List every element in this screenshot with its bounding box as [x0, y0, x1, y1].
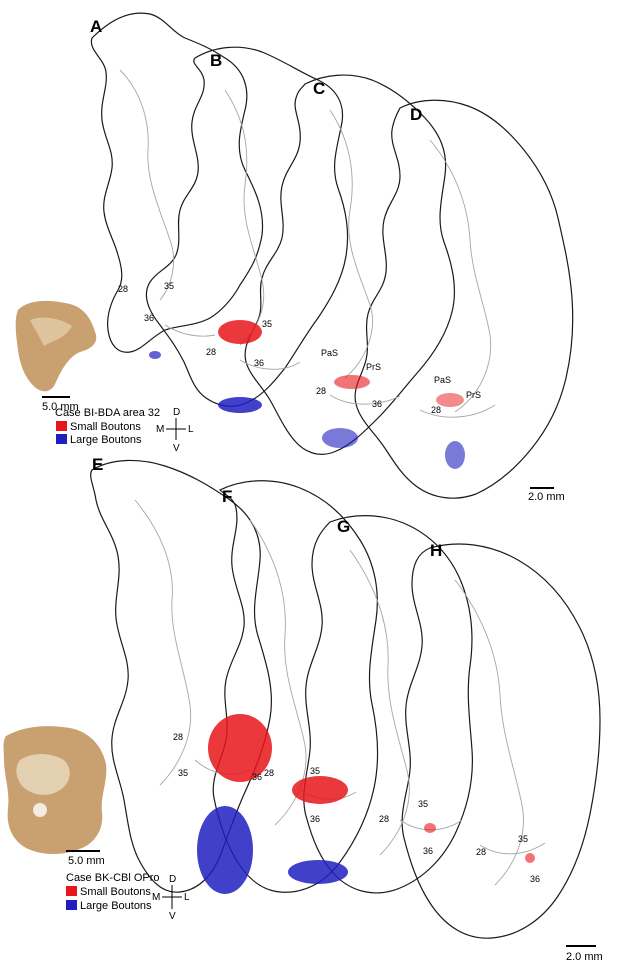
area-label: 28	[206, 347, 216, 357]
bottom-orient-m: M	[152, 892, 160, 903]
bottom-legend-large: Large Boutons	[80, 900, 152, 912]
top-legend-large-swatch	[56, 434, 67, 444]
panel-letter-g: G	[337, 517, 350, 536]
area-label: 36	[254, 358, 264, 368]
area-label: 35	[178, 768, 188, 778]
panel-letter-h: H	[430, 541, 442, 560]
top-legend-case: Case BI-BDA area 32	[55, 407, 160, 419]
bottom-photo	[4, 726, 107, 854]
section-g-outline	[304, 516, 473, 893]
panel-letter-d: D	[410, 105, 422, 124]
bottom-photo-scale-label: 5.0 mm	[68, 855, 105, 867]
area-label: PrS	[466, 390, 481, 400]
area-label: 28	[264, 768, 274, 778]
area-label: 36	[144, 313, 154, 323]
bottom-legend-small-swatch	[66, 886, 77, 896]
top-orient-v: V	[173, 443, 180, 454]
boutons-small-c	[334, 375, 370, 389]
area-label: PaS	[434, 375, 451, 385]
boutons-large-d	[445, 441, 465, 469]
bottom-orient-l: L	[184, 892, 190, 903]
area-label: 35	[418, 799, 428, 809]
top-inner-lines	[120, 70, 495, 417]
area-label: 28	[118, 284, 128, 294]
area-label: 28	[173, 732, 183, 742]
bottom-legend-large-swatch	[66, 900, 77, 910]
boutons-small-h	[424, 823, 436, 833]
section-d-outline	[355, 100, 573, 498]
area-label: 35	[310, 766, 320, 776]
area-label: 36	[530, 874, 540, 884]
area-label: 35	[518, 834, 528, 844]
top-orient-l: L	[188, 424, 194, 435]
section-a-outline	[91, 13, 262, 352]
section-c-outline	[245, 75, 454, 454]
boutons-small-b	[218, 320, 262, 344]
top-legend-small-swatch	[56, 421, 67, 431]
panel-letter-e: E	[92, 455, 103, 474]
area-label: 28	[431, 405, 441, 415]
bottom-legend-small: Small Boutons	[80, 886, 151, 898]
area-label: 28	[379, 814, 389, 824]
top-photo	[16, 301, 97, 391]
bottom-legend-case: Case BK-CBl OPro	[66, 872, 160, 884]
area-label: 36	[423, 846, 433, 856]
bottom-large-boutons	[197, 806, 348, 894]
panel-letter-c: C	[313, 79, 325, 98]
boutons-large-c	[322, 428, 358, 448]
panel-letter-b: B	[210, 51, 222, 70]
boutons-large-g	[288, 860, 348, 884]
area-label: PaS	[321, 348, 338, 358]
panel-letter-a: A	[90, 17, 102, 36]
area-label: 36	[252, 772, 262, 782]
bottom-small-boutons	[208, 714, 535, 863]
area-label: 28	[316, 386, 326, 396]
area-label: 28	[476, 847, 486, 857]
top-orient-m: M	[156, 424, 164, 435]
boutons-small-g	[292, 776, 348, 804]
top-legend-large: Large Boutons	[70, 434, 142, 446]
area-label: 35	[164, 281, 174, 291]
top-orient-d: D	[173, 407, 180, 418]
boutons-large-b	[218, 397, 262, 413]
area-label: PrS	[366, 362, 381, 372]
top-legend-small: Small Boutons	[70, 421, 141, 433]
top-orientation-cross	[166, 418, 186, 440]
bottom-inner-lines	[135, 500, 545, 885]
boutons-small-f	[208, 714, 272, 782]
tissue-photo-top	[16, 301, 97, 391]
area-label: 35	[262, 319, 272, 329]
panel-letter-f: F	[222, 487, 232, 506]
boutons-small-h2	[525, 853, 535, 863]
bottom-orient-v: V	[169, 911, 176, 922]
bottom-scale-label: 2.0 mm	[566, 951, 603, 963]
bottom-orientation-cross	[162, 885, 182, 909]
bottom-orient-d: D	[169, 874, 176, 885]
area-label: 36	[372, 399, 382, 409]
top-scale-label: 2.0 mm	[528, 491, 565, 503]
boutons-large-f	[197, 806, 253, 894]
boutons-large-a	[149, 351, 161, 359]
area-label: 36	[310, 814, 320, 824]
